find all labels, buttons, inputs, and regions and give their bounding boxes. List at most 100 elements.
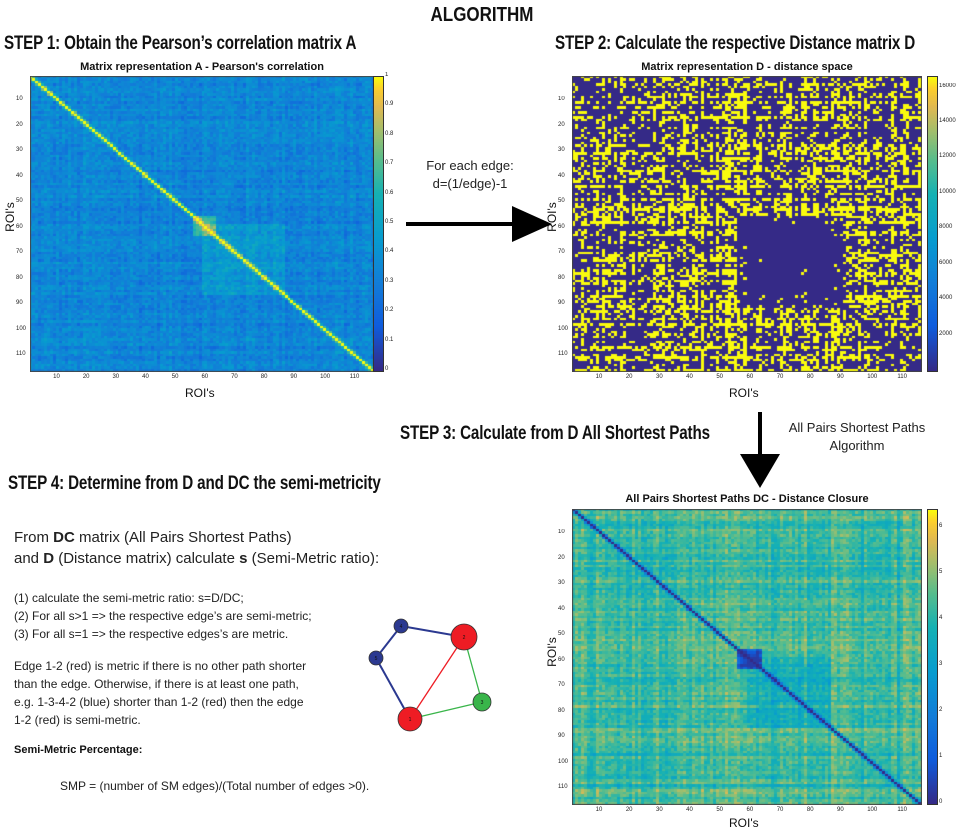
colorbar-tick-label: 1 (385, 72, 389, 78)
y-tick-label: 50 (558, 198, 565, 205)
x-tick-label: 40 (686, 374, 693, 380)
graph-node-label: 2 (463, 635, 466, 641)
colorbar-tick-label: 6 (939, 523, 943, 530)
x-tick-label: 100 (320, 374, 331, 380)
y-tick-label: 40 (558, 172, 565, 179)
x-tick-label: 70 (776, 374, 784, 380)
x-tick-label: 20 (82, 374, 90, 380)
x-tick-label: 30 (112, 374, 120, 380)
page-title: ALGORITHM (430, 4, 534, 26)
y-tick-label: 40 (16, 172, 23, 179)
colorbar-tick-label: 0 (939, 799, 943, 805)
y-tick-label: 30 (16, 147, 23, 154)
colorbar-tick-label: 0 (385, 366, 389, 372)
x-tick-label: 80 (260, 374, 268, 380)
right-arrow-icon (406, 206, 552, 242)
intro-text-2: matrix (All Pairs Shortest Paths) (74, 529, 292, 546)
colorbar-tick-label: 0.7 (385, 160, 394, 167)
colorbar-tick-label: 0.5 (385, 219, 394, 225)
arrow2-label-line1: All Pairs Shortest Paths (788, 420, 926, 435)
x-tick-label: 10 (53, 374, 60, 380)
arrow1-label-line1: For each edge: (426, 158, 514, 173)
intro2-text-2: (Distance matrix) calculate (54, 550, 240, 567)
matrix-a-heatmap (30, 76, 374, 372)
colorbar-tick-label: 2 (939, 707, 943, 714)
matrix-a-ylabel: ROI's (3, 202, 17, 232)
y-tick-label: 60 (558, 223, 565, 230)
step4-heading: STEP 4: Determine from D and DC the semi… (8, 473, 381, 494)
x-tick-label: 10 (595, 374, 603, 380)
y-tick-label: 20 (558, 554, 565, 561)
arrow2-label-line2: Algorithm (829, 438, 885, 453)
colorbar-tick-label: 1 (939, 753, 943, 760)
colorbar-tick-label: 10000 (939, 188, 956, 195)
x-tick-label: 60 (746, 807, 754, 813)
matrix-dc-heatmap (572, 509, 922, 805)
matrix-dc-ylabel: ROI's (545, 637, 559, 667)
y-tick-label: 60 (16, 223, 23, 230)
y-tick-label: 10 (558, 529, 565, 536)
x-tick-label: 50 (716, 807, 724, 813)
colorbar-tick-label: 5 (939, 569, 943, 576)
y-tick-label: 10 (16, 96, 23, 103)
colorbar-tick-label: 14000 (939, 118, 956, 125)
graph-node (368, 650, 384, 666)
matrix-d-title: Matrix representation D - distance space (641, 61, 853, 73)
x-tick-label: 30 (656, 374, 663, 380)
y-tick-label: 10 (558, 96, 565, 103)
y-tick-label: 20 (558, 121, 565, 128)
graph-edge (409, 636, 465, 720)
y-tick-label: 20 (16, 121, 23, 128)
x-tick-label: 50 (716, 374, 724, 380)
y-tick-label: 30 (558, 147, 565, 154)
edge-text-1: Edge 1-2 (red) is metric if there is no … (14, 659, 307, 673)
step1-heading: STEP 1: Obtain the Pearson’s correlation… (4, 33, 357, 54)
y-tick-label: 110 (558, 351, 568, 358)
x-tick-label: 60 (201, 374, 209, 380)
x-tick-label: 20 (625, 374, 633, 380)
colorbar-tick-label: 0.6 (385, 189, 394, 196)
intro2-s: s (239, 550, 248, 567)
y-tick-label: 100 (558, 325, 569, 332)
y-tick-label: 50 (558, 631, 565, 638)
step4-item-3: (3) For all s=1 => the respective edges’… (14, 627, 289, 641)
matrix-a-colorbar (373, 76, 384, 372)
y-tick-label: 100 (16, 325, 27, 332)
colorbar-tick-label: 0.1 (385, 336, 394, 343)
intro-text: From (14, 529, 54, 546)
colorbar-tick-label: 2000 (939, 330, 953, 337)
arrow1-label-line2: d=(1/edge)-1 (432, 176, 508, 191)
x-tick-label: 70 (231, 374, 238, 380)
intro2-d: D (43, 550, 55, 567)
colorbar-tick-label: 0.3 (385, 277, 394, 284)
graph-node-label: 4 (400, 624, 403, 630)
y-tick-label: 110 (558, 784, 568, 791)
y-tick-label: 60 (558, 656, 565, 663)
matrix-a-title: Matrix representation A - Pearson's corr… (80, 61, 324, 73)
colorbar-tick-label: 0.2 (385, 307, 394, 314)
y-tick-label: 90 (558, 733, 565, 740)
x-tick-label: 90 (290, 374, 298, 380)
colorbar-tick-label: 4000 (939, 295, 953, 302)
colorbar-tick-label: 0.9 (385, 101, 394, 108)
x-tick-label: 110 (897, 374, 907, 380)
y-tick-label: 110 (16, 351, 26, 358)
intro-dc: DC (53, 529, 75, 546)
colorbar-tick-label: 8000 (939, 224, 953, 231)
y-tick-label: 100 (558, 758, 569, 765)
x-tick-label: 80 (806, 374, 814, 380)
intro2-text-3: (Semi-Metric ratio): (247, 550, 380, 567)
colorbar-tick-label: 12000 (939, 153, 956, 160)
step4-item-1: (1) calculate the semi-metric ratio: s=D… (14, 591, 244, 605)
x-tick-label: 10 (595, 807, 603, 813)
colorbar-tick-label: 16000 (939, 82, 956, 89)
y-tick-label: 40 (558, 605, 565, 612)
x-tick-label: 110 (349, 374, 360, 380)
matrix-dc-title: All Pairs Shortest Paths DC - Distance C… (625, 493, 869, 505)
colorbar-tick-label: 3 (939, 661, 943, 668)
y-tick-label: 80 (16, 274, 23, 281)
matrix-dc-xlabel: ROI's (729, 816, 759, 830)
colorbar-tick-label: 4 (939, 615, 943, 622)
x-tick-label: 30 (656, 807, 663, 813)
